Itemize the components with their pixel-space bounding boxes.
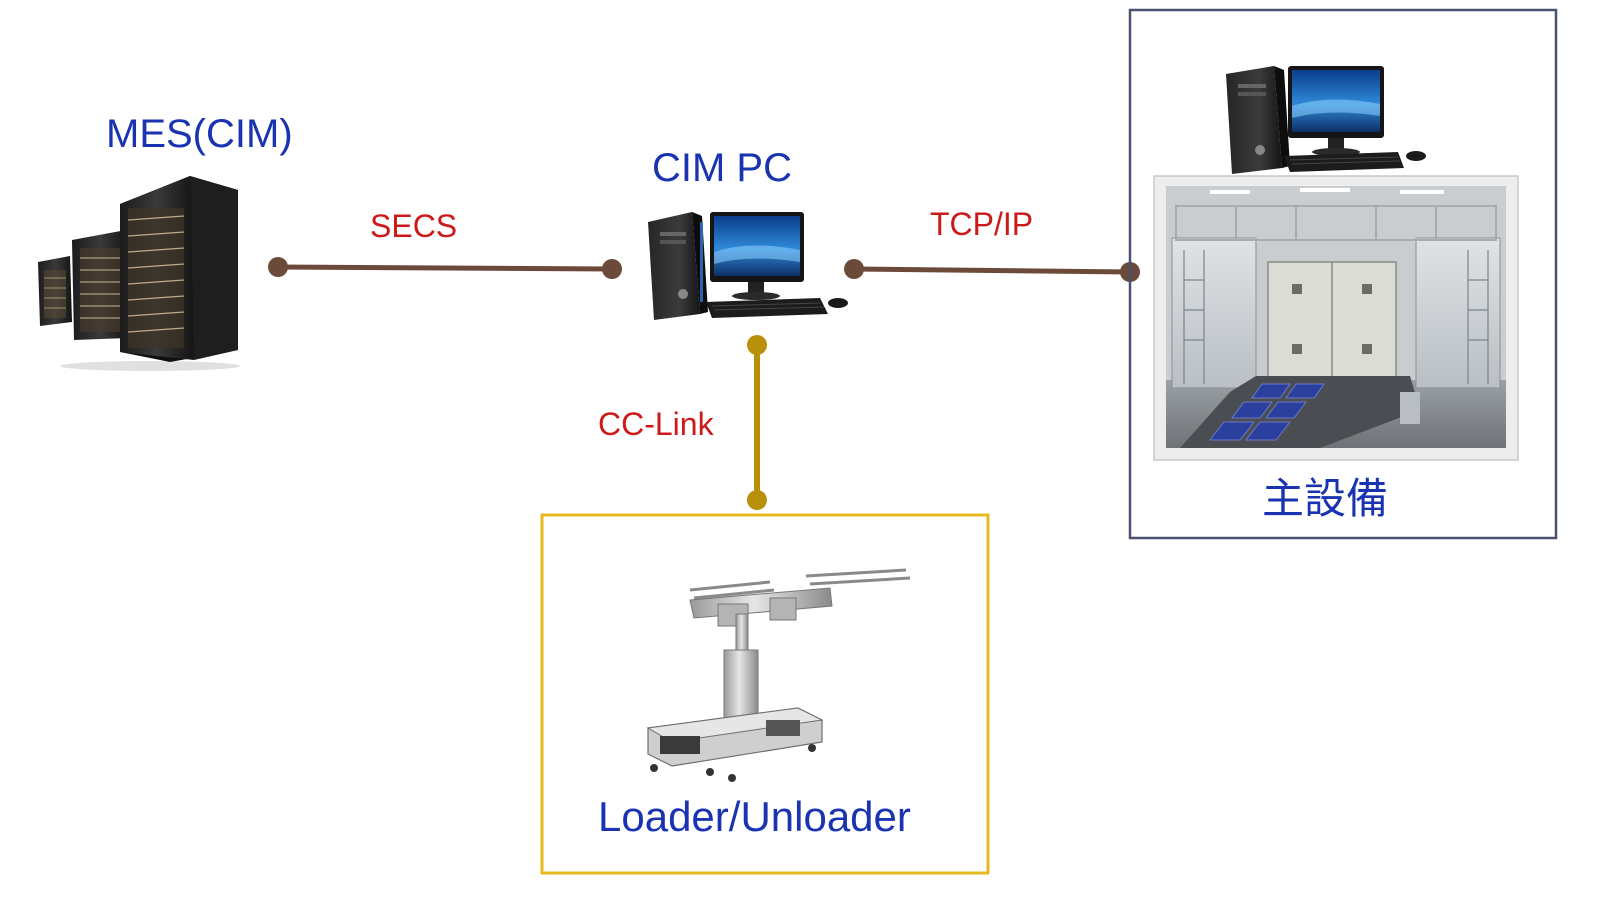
secs-endpoint-mes — [268, 257, 288, 277]
desktop-computer-icon — [648, 212, 848, 320]
secs-endpoint-cim-pc — [602, 259, 622, 279]
mes-label: MES(CIM) — [106, 112, 293, 156]
desktop-computer-icon — [1226, 66, 1426, 174]
secs-label: SECS — [370, 208, 458, 244]
tcpip-endpoint-cim-pc — [844, 259, 864, 279]
loader-unloader-label: Loader/Unloader — [598, 793, 911, 840]
secs-connection-line — [277, 264, 613, 272]
main-equipment-box — [1128, 8, 1558, 540]
cclink-endpoint-loader — [747, 490, 767, 510]
tcpip-connection-line — [853, 266, 1131, 275]
server-rack-icon — [38, 176, 240, 371]
cim-pc-label: CIM PC — [652, 146, 792, 190]
cclink-label: CC-Link — [598, 406, 714, 442]
loader-unloader-robot-icon — [646, 568, 911, 782]
tcpip-label: TCP/IP — [930, 206, 1034, 242]
cclink-endpoint-cim-pc — [747, 335, 767, 355]
main-equipment-label: 主設備 — [1262, 474, 1389, 523]
main-equipment-photo — [1153, 175, 1519, 461]
loader-unloader-box — [540, 513, 990, 875]
